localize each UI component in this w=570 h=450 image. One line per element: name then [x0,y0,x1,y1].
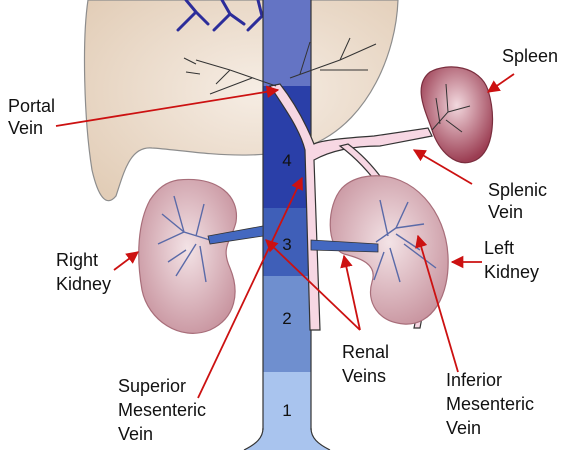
renal-vein-arrow-left [340,254,361,331]
renal-veins-label: Renal Veins [342,342,394,386]
left-kidney-label: Left Kidney [484,238,539,282]
segment-3-number: 3 [282,235,291,254]
left-renal-vein [310,239,379,253]
inferior-mesenteric-vein-label: Inferior Mesenteric Vein [446,370,539,438]
right-kidney-label: Right Kidney [56,250,111,294]
segment-2-number: 2 [282,309,291,328]
inferior-mesenteric-arrow [415,234,459,373]
portal-vein-arrow [55,85,280,127]
hepatic-veins [176,0,264,32]
right-renal-vein [207,225,264,245]
spleen-label: Spleen [502,46,558,66]
splenic-vein-label: Splenic Vein [488,180,552,222]
superior-mesenteric-vein-label: Superior Mesenteric Vein [118,376,211,444]
superior-mesenteric-arrow [197,176,303,399]
right-kidney [138,178,238,334]
right-kidney-arrow [113,251,140,271]
segment-4-number: 4 [282,151,291,170]
renal-vein-arrow-right [265,239,361,331]
spleen-arrow [486,73,515,93]
pointer-arrows [55,73,515,399]
liver-shape [83,0,399,202]
spleen-organ [420,66,494,164]
left-kidney [329,175,449,325]
splenic-vein-arrow [412,149,473,185]
portal-vein-label: Portal Vein [8,96,60,138]
segment-1-number: 1 [282,401,291,420]
